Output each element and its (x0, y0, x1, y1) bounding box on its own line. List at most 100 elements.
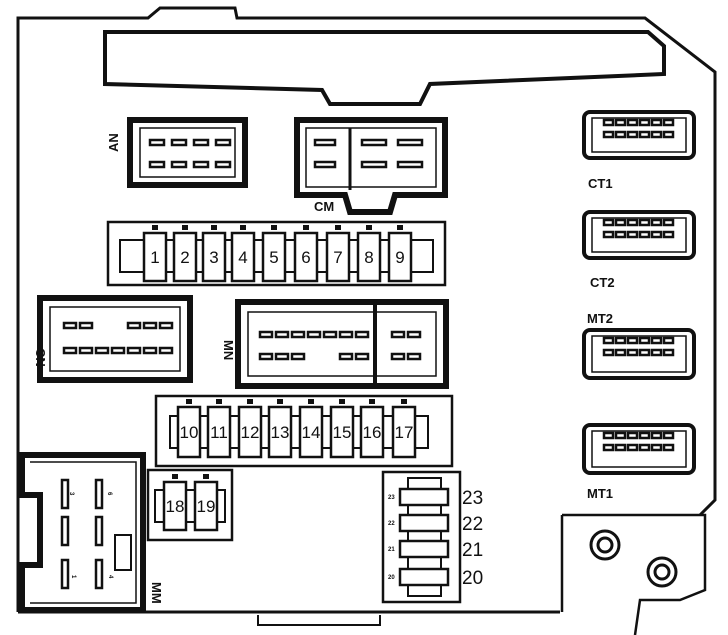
fuse-body (398, 487, 450, 507)
fuse-8[interactable]: 8 (356, 225, 382, 283)
fuse-21[interactable]: 21 21 (388, 539, 483, 561)
fuse-number: 13 (271, 423, 290, 442)
label-mt1: MT1 (587, 486, 613, 501)
pin-slot (650, 130, 663, 139)
fuse-tab (303, 225, 309, 230)
mm-pin-label: 4 (107, 575, 113, 579)
connector-an (127, 117, 248, 188)
label-mn: MN (221, 340, 236, 360)
fuse-body (162, 480, 188, 532)
pin-slot (638, 230, 651, 239)
pin-slot (638, 443, 651, 452)
pin-slot (638, 118, 651, 127)
label-ct1: CT1 (588, 176, 613, 191)
fuse-2[interactable]: 2 (172, 225, 198, 283)
fuse-10[interactable]: 10 (176, 399, 202, 459)
fuse-3[interactable]: 3 (201, 225, 227, 283)
fuse-number: 2 (180, 248, 189, 267)
fuse-15[interactable]: 15 (329, 399, 355, 459)
pin-slot (214, 138, 232, 147)
fuse-tab (216, 399, 222, 404)
mm-pin-slot (94, 558, 104, 590)
pin-slot (602, 218, 615, 227)
fuse-tab (401, 399, 407, 404)
fuse-tab (182, 225, 188, 230)
fuse-body (201, 231, 227, 283)
pin-slot (662, 431, 675, 440)
pin-slot (170, 138, 188, 147)
fuse-tab (152, 225, 158, 230)
pin-slot (274, 330, 290, 339)
pin-slot (214, 160, 232, 169)
pin-slot (602, 431, 615, 440)
pin-slot (602, 443, 615, 452)
stud-nut-icon (589, 529, 621, 561)
pin-slot (396, 138, 424, 147)
pin-slot (78, 346, 94, 355)
fuse-body (398, 513, 450, 533)
fuse-number: 4 (238, 248, 247, 267)
pin-slot (626, 218, 639, 227)
fuse-number: 16 (363, 423, 382, 442)
pin-slot (274, 352, 290, 361)
pin-slot (662, 130, 675, 139)
fuse-number: 10 (180, 423, 199, 442)
pin-slot (638, 130, 651, 139)
pin-slot (390, 330, 406, 339)
pin-slot (650, 218, 663, 227)
pin-slot (360, 138, 388, 147)
mm-pin-slot (94, 478, 104, 510)
fuse-body (176, 405, 202, 459)
fuse-body (398, 567, 450, 587)
fuse-1[interactable]: 1 (142, 225, 168, 283)
pin-slot (614, 336, 627, 345)
fuse-6[interactable]: 6 (293, 225, 319, 283)
fuse-12[interactable]: 12 (237, 399, 263, 459)
pin-slot (614, 118, 627, 127)
fuse-body (356, 231, 382, 283)
fuse-block-10-17 (154, 394, 454, 468)
pin-slot (126, 346, 142, 355)
pin-slot (638, 431, 651, 440)
pin-slot (638, 336, 651, 345)
pin-slot (650, 230, 663, 239)
fuse-small-number: 21 (388, 547, 395, 553)
fuse-body (387, 231, 413, 283)
fuse-16[interactable]: 16 (359, 399, 385, 459)
label-an: AN (106, 133, 121, 152)
fuse-tab (369, 399, 375, 404)
pin-slot (170, 160, 188, 169)
fuse-9[interactable]: 9 (387, 225, 413, 283)
pin-slot (338, 330, 354, 339)
fuse-body (206, 405, 232, 459)
fuse-5[interactable]: 5 (261, 225, 287, 283)
connector-ct2 (582, 210, 696, 260)
fuse-body (298, 405, 324, 459)
pin-slot (110, 346, 126, 355)
fuse-7[interactable]: 7 (325, 225, 351, 283)
fuse-19[interactable]: 19 (193, 474, 219, 532)
fuse-tab (172, 474, 178, 479)
pin-slot (662, 443, 675, 452)
fuse-tab (366, 225, 372, 230)
pin-slot (650, 443, 663, 452)
fuse-13[interactable]: 13 (267, 399, 293, 459)
fuse-4[interactable]: 4 (230, 225, 256, 283)
fuse-17[interactable]: 17 (391, 399, 417, 459)
mm-pin-label: 3 (68, 492, 74, 496)
fuse-number: 21 (462, 540, 483, 561)
fuse-14[interactable]: 14 (298, 399, 324, 459)
label-cm: CM (314, 199, 334, 214)
connector-cn (37, 295, 193, 383)
pin-slot (62, 321, 78, 330)
connector-mt2 (582, 328, 696, 380)
fuse-18[interactable]: 18 (162, 474, 188, 532)
fuse-11[interactable]: 11 (206, 399, 232, 459)
fuse-number: 20 (462, 568, 483, 589)
connector-cm (294, 117, 448, 215)
label-mt2: MT2 (587, 311, 613, 326)
fuse-body (359, 405, 385, 459)
